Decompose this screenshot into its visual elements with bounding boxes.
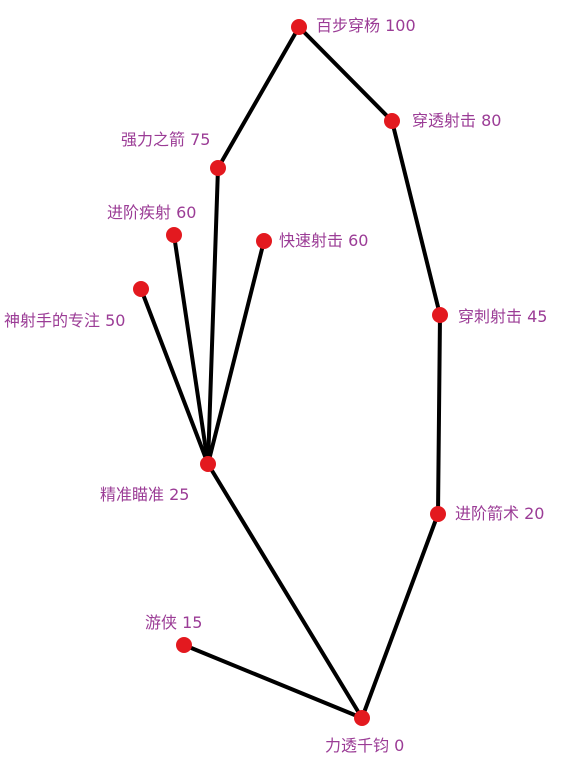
node-label-lichuan: 力透千钧 0 (325, 736, 404, 755)
edge-youxia-lichuan (182, 643, 364, 720)
node-chuantou (384, 113, 400, 129)
node-label-youxia: 游侠 15 (145, 613, 202, 632)
edge-chuantou-baibu (297, 25, 394, 123)
edges (139, 25, 442, 720)
node-label-shenshe: 神射手的专注 50 (4, 311, 125, 330)
node-baibu (291, 19, 307, 35)
edge-shenshe-jingzhun (139, 287, 210, 466)
edge-lichuan-jinjiejianshu (360, 512, 440, 720)
labels: 力透千钧 0 游侠 15 精准瞄准 25 进阶箭术 20 穿刺射击 45 穿透射击 80 百… (4, 16, 547, 755)
node-jinjiejianshu (430, 506, 446, 522)
nodes (133, 19, 448, 726)
node-qiangli (210, 160, 226, 176)
node-label-chuantou: 穿透射击 80 (412, 111, 501, 130)
node-label-baibu: 百步穿杨 100 (316, 16, 416, 35)
node-kuaisu (256, 233, 272, 249)
node-lichuan (354, 710, 370, 726)
edge-lichuan-jingzhun (206, 462, 364, 720)
edge-kuaisu-jingzhun (206, 239, 266, 466)
node-youxia (176, 637, 192, 653)
edge-jinjiejianshu-chuanci (436, 313, 442, 516)
node-label-jinjiejishe: 进阶疾射 60 (107, 203, 196, 222)
node-jinjiejishe (166, 227, 182, 243)
edge-baibu-qiangli (216, 25, 301, 170)
node-label-qiangli: 强力之箭 75 (121, 130, 210, 149)
node-label-kuaisu: 快速射击 60 (279, 231, 368, 250)
node-label-chuanci: 穿刺射击 45 (458, 307, 547, 326)
node-label-jingzhun: 精准瞄准 25 (100, 485, 189, 504)
node-label-jinjiejianshu: 进阶箭术 20 (455, 504, 544, 523)
node-shenshe (133, 281, 149, 297)
node-chuanci (432, 307, 448, 323)
node-jingzhun (200, 456, 216, 472)
edge-qiangli-jingzhun (206, 166, 220, 466)
edge-chuanci-chuantou (390, 119, 442, 317)
edge-jinjiejishe-jingzhun (172, 233, 210, 466)
